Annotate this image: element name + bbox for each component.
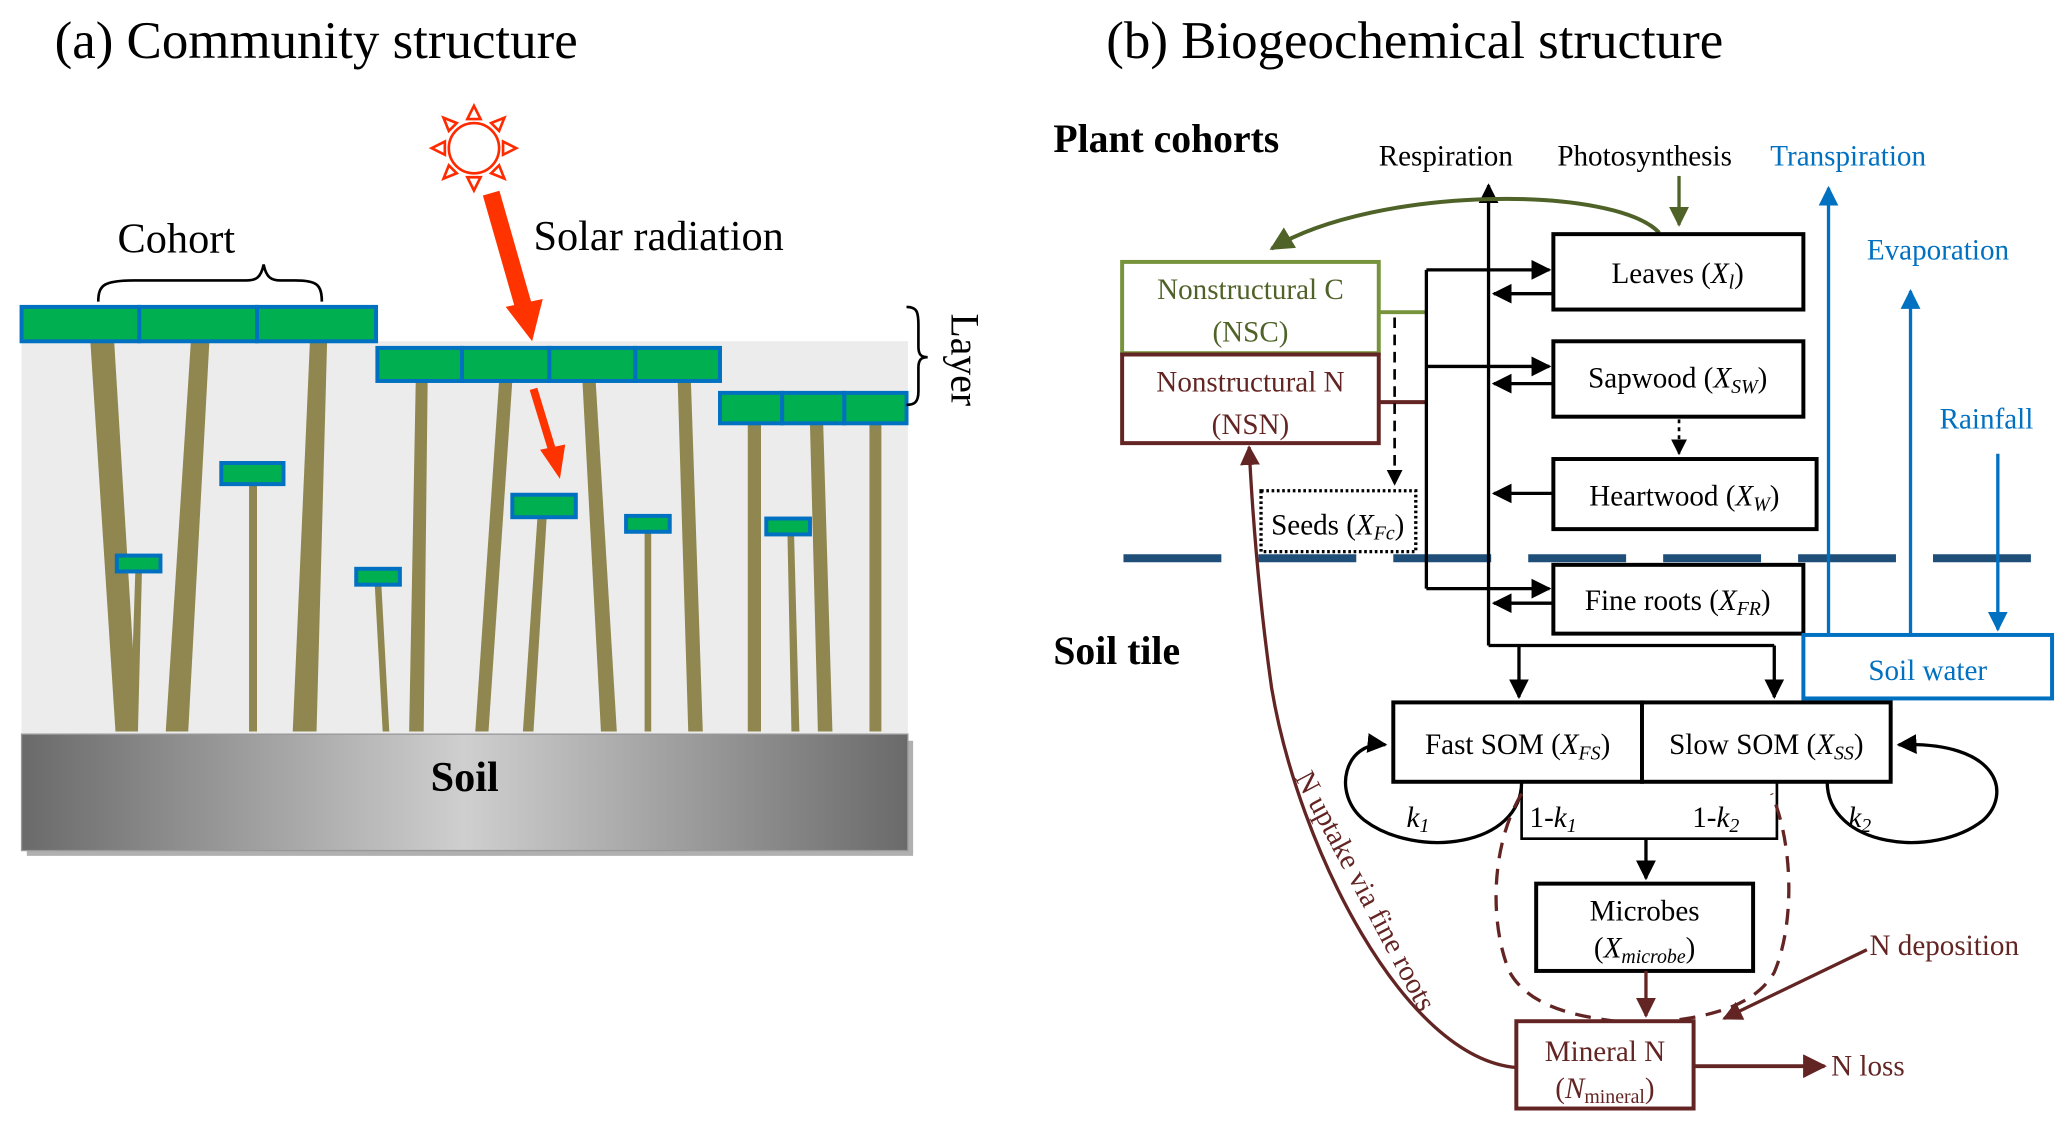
canopy-layer-3 [718, 390, 909, 426]
trunk [409, 380, 428, 732]
understory-crown [219, 460, 286, 487]
soil-block [20, 733, 909, 852]
cohort-brace [96, 264, 324, 302]
sun-icon [428, 102, 520, 194]
rainfall-label: Rainfall [1940, 404, 2034, 436]
soil-water-box [1801, 632, 2055, 701]
solar-arrow-small [529, 387, 566, 479]
fast-som-box [1391, 700, 1644, 784]
seeds-label: Seeds (XFc) [1271, 509, 1404, 544]
nsn-label-line2: (NSN) [1212, 409, 1290, 441]
one-minus-k2-label: 1-k2 [1692, 802, 1739, 837]
leaves-label: Leaves (Xl) [1612, 258, 1744, 293]
leaves-to-nsc-arrow [1269, 196, 1661, 251]
trunk [292, 341, 328, 732]
canopy-layer-2 [375, 345, 722, 383]
fast-som-recycle-loop [1343, 733, 1524, 845]
trunk [582, 380, 617, 732]
cohort-label: Cohort [118, 216, 236, 263]
panel-a-title: (a) Community structure [55, 12, 578, 70]
trunk [747, 423, 762, 732]
trunk [90, 341, 138, 732]
transpiration-label: Transpiration [1770, 140, 1926, 172]
soil-tile-heading: Soil tile [1053, 629, 1180, 673]
evaporation-label: Evaporation [1867, 234, 2010, 266]
n-deposition-label: N deposition [1870, 930, 2020, 962]
soil-label: Soil [431, 754, 499, 801]
canopy-crown [780, 390, 847, 426]
understory-crown [510, 492, 578, 520]
understory-crowns [114, 460, 812, 587]
n-deposition-arrow [1722, 948, 1868, 1021]
slow-som-recycle-loop [1825, 734, 1999, 845]
solar-arrow-large [482, 190, 543, 342]
heartwood-box [1551, 457, 1819, 532]
canopy-crown [633, 345, 722, 383]
trunk [130, 571, 142, 732]
sapwood-box [1551, 339, 1806, 419]
nsn-label-line1: Nonstructural N [1156, 367, 1344, 399]
understory-crown [624, 513, 672, 534]
canopy-crown [375, 345, 465, 383]
photosynthesis-label: Photosynthesis [1557, 140, 1732, 172]
sapwood-label: Sapwood (XSW) [1588, 363, 1767, 398]
canopy-crown [842, 390, 909, 426]
trunk [522, 517, 547, 732]
trunk [787, 534, 800, 732]
trunk [869, 423, 882, 732]
nsc-label-line2: (NSC) [1212, 316, 1288, 348]
trunk [249, 484, 258, 732]
nsn-box [1120, 352, 1381, 446]
slow-som-label: Slow SOM (XSS) [1669, 729, 1863, 764]
respiration-label: Respiration [1379, 140, 1514, 172]
solar-radiation-label: Solar radiation [533, 213, 783, 260]
canopy-crown [255, 304, 379, 344]
soil-water-label: Soil water [1868, 655, 1987, 687]
canopy-crown [19, 304, 142, 344]
mineral-n-label: Mineral N [1545, 1036, 1665, 1068]
fast-som-label: Fast SOM (XFS) [1425, 729, 1610, 764]
n-uptake-arrow [1240, 445, 1517, 1070]
canopy-crown [718, 390, 785, 426]
canopy-crown [547, 345, 638, 383]
understory-crown [354, 566, 402, 587]
nsc-label-line1: Nonstructural C [1157, 274, 1344, 306]
mineral-n-var-label: (Nmineral) [1555, 1073, 1654, 1108]
trunk [809, 423, 833, 732]
fineroots-box [1551, 562, 1806, 636]
panel-b-title: (b) Biogeochemical structure [1106, 12, 1723, 70]
layer-label: Layer [942, 314, 986, 407]
trunk [644, 531, 652, 732]
trunk [677, 380, 703, 732]
trunk [475, 380, 513, 732]
mineral-n-box [1514, 1019, 1696, 1111]
understory-crown [114, 553, 163, 574]
slow-som-box [1640, 700, 1893, 784]
microbes-label: Microbes [1590, 896, 1700, 928]
plant-cohorts-heading: Plant cohorts [1053, 117, 1279, 161]
panel-b: (b) Biogeochemical structure Plant cohor… [1053, 12, 2066, 1111]
heartwood-label: Heartwood (XW) [1589, 480, 1779, 515]
microbes-var-label: (Xmicrobe) [1594, 933, 1695, 968]
one-minus-k1-label: 1-k1 [1530, 802, 1577, 837]
trunks [90, 341, 882, 732]
fineroots-label: Fine roots (XFR) [1585, 585, 1771, 620]
k1-label: k1 [1407, 802, 1430, 837]
canopy-crown [460, 345, 552, 383]
layer-brace [906, 305, 928, 407]
leaves-box [1551, 232, 1806, 312]
nsc-box [1120, 259, 1381, 356]
understory-crown [764, 516, 812, 537]
trunk [374, 584, 390, 732]
trunk [165, 341, 210, 732]
panel-a: (a) Community structure [19, 12, 986, 856]
seeds-box [1259, 489, 1418, 554]
canopy-layer-1 [19, 304, 379, 344]
k2-label: k2 [1848, 802, 1871, 837]
n-loss-label: N loss [1831, 1050, 1905, 1082]
canopy-crown [137, 304, 259, 344]
